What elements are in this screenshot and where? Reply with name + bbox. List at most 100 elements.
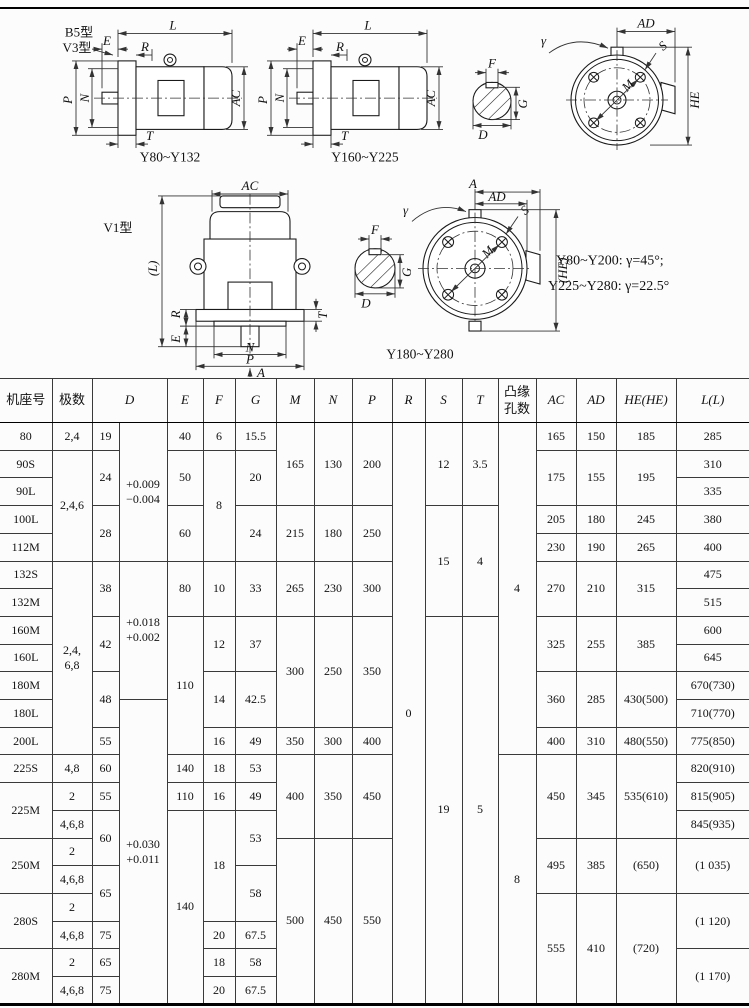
table-cell: 345 xyxy=(575,754,617,839)
dim-label-AD: AD xyxy=(636,17,655,31)
table-cell: 67.5 xyxy=(234,920,277,950)
table-cell: 2 xyxy=(51,782,93,811)
table-cell: (720) xyxy=(615,892,677,1006)
v1-label: V1型 xyxy=(104,221,133,235)
table-cell: 53 xyxy=(234,809,277,867)
dim-label-E: E xyxy=(297,34,306,48)
terminal-lug-2 xyxy=(525,250,541,285)
dim-label-R-v1: R xyxy=(169,310,183,319)
table-cell: 50 xyxy=(166,449,204,507)
table-cell: 385 xyxy=(615,615,677,673)
table-cell: 60 xyxy=(91,809,120,867)
table-cell: 49 xyxy=(234,726,277,756)
table-cell: 265 xyxy=(275,560,315,617)
table-cell: 75 xyxy=(91,920,120,950)
technical-drawings: B5型 V3型 L E R P xyxy=(61,17,702,378)
table-cell: 19 xyxy=(424,615,463,1006)
dim-label-T: T xyxy=(341,129,349,143)
table-cell: 130 xyxy=(313,421,353,507)
table-cell: 24 xyxy=(234,505,277,562)
table-cell: 4,8 xyxy=(51,754,93,784)
dim-label-L: L xyxy=(363,19,371,33)
column-header: 机座号 xyxy=(0,378,53,423)
table-cell: 53 xyxy=(234,754,277,784)
table-cell: 210 xyxy=(575,560,617,617)
eyebolt xyxy=(163,53,177,67)
table-cell: 450 xyxy=(535,754,577,839)
table-cell: 28 xyxy=(91,505,120,562)
dim-label-R: R xyxy=(335,40,344,54)
table-cell: 380 xyxy=(675,505,749,534)
table-cell: 4 xyxy=(461,505,499,617)
table-cell: 2 xyxy=(51,948,93,978)
dim-label-AC: AC xyxy=(424,90,438,108)
table-cell: 55 xyxy=(91,726,120,756)
table-cell: 645 xyxy=(675,643,749,673)
table-cell: 33 xyxy=(234,560,277,617)
table-cell: 180 xyxy=(575,505,617,534)
table-cell: 400 xyxy=(275,754,315,839)
column-header: N xyxy=(313,378,353,423)
table-cell: 24 xyxy=(91,449,120,507)
table-cell: 775(850) xyxy=(675,726,749,756)
table-cell: 300 xyxy=(275,615,315,728)
table-cell: 385 xyxy=(575,837,617,894)
table-cell: 205 xyxy=(535,505,577,534)
table-cell: 450 xyxy=(351,754,393,839)
dim-label-T-v1: T xyxy=(316,311,330,319)
table-cell: 49 xyxy=(234,782,277,811)
drawing-caption: Y80~Y132 xyxy=(140,150,200,165)
column-header: T xyxy=(461,378,499,423)
table-cell: 19 xyxy=(91,422,120,451)
dim-label-D: D xyxy=(477,128,488,142)
table-cell: 480(550) xyxy=(615,726,677,756)
column-header: 极数 xyxy=(51,378,93,423)
table-cell: 285 xyxy=(575,671,617,728)
drawing-caption-y180: Y180~Y280 xyxy=(386,347,454,362)
table-cell: 400 xyxy=(351,726,393,756)
table-cell: (1 120) xyxy=(675,892,749,950)
column-header: AD xyxy=(575,378,617,423)
table-cell: 325 xyxy=(535,615,577,673)
side-view-y80-y132: B5型 V3型 L E R P xyxy=(61,19,248,165)
table-cell: 4,6,8 xyxy=(52,809,93,839)
gamma-note-2: Y225~Y280: γ=22.5° xyxy=(548,278,669,293)
table-cell: 132S xyxy=(0,560,53,590)
table-cell: 112M xyxy=(0,532,53,562)
table-cell: 132M xyxy=(0,588,53,617)
table-cell: 8 xyxy=(202,449,236,562)
table-cell: 335 xyxy=(675,477,749,507)
drawing-caption: Y160~Y225 xyxy=(331,150,399,165)
table-cell: 12 xyxy=(424,421,463,507)
table-cell: 515 xyxy=(675,588,749,617)
bolt-holes-2 xyxy=(442,236,508,301)
table-cell: 500 xyxy=(275,837,315,1006)
v1-vertical-view: V1型 AC (L) R E xyxy=(104,179,330,378)
dim-label-HE: HE xyxy=(688,91,702,109)
dim-label-N-v1: N xyxy=(245,341,256,355)
column-header: M xyxy=(275,378,315,423)
table-cell: 360 xyxy=(535,671,577,728)
table-cell: 15 xyxy=(424,505,463,617)
shaft-section-1: F G D xyxy=(472,57,530,142)
table-cell: 16 xyxy=(202,782,236,811)
table-cell: 48 xyxy=(91,671,120,728)
table-cell: 300 xyxy=(313,726,353,756)
table-cell: 2,4 xyxy=(51,422,93,451)
dim-label-AC-v1: AC xyxy=(241,179,259,193)
table-cell: 2 xyxy=(51,837,93,867)
table-cell: 140 xyxy=(166,754,204,784)
table-cell: 80 xyxy=(0,422,53,451)
dim-label-AD2: AD xyxy=(487,190,506,204)
table-cell: 6 xyxy=(202,422,236,451)
table-cell: 16 xyxy=(202,726,236,756)
table-cell: 75 xyxy=(91,976,120,1005)
table-cell: 3.5 xyxy=(461,421,499,507)
table-cell: 160M xyxy=(0,615,53,645)
